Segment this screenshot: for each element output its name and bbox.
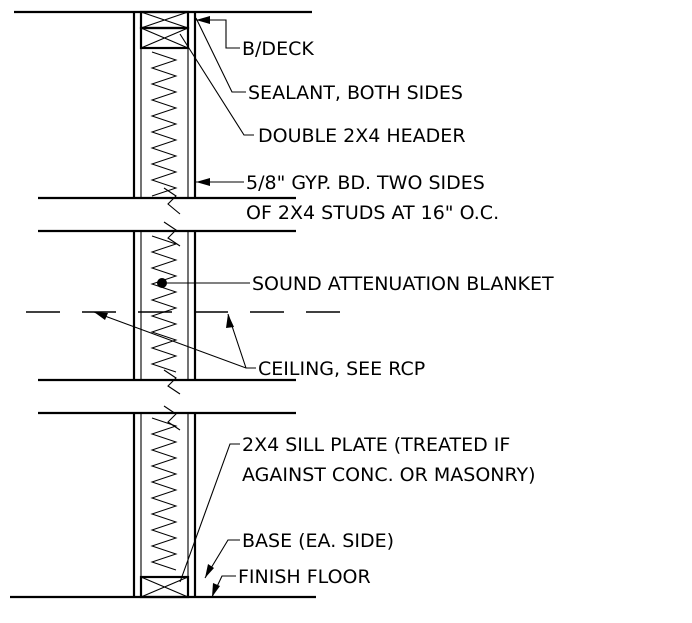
leader-lines xyxy=(93,16,256,598)
label-ceiling: CEILING, SEE RCP xyxy=(258,358,425,380)
label-sill-line1: 2X4 SILL PLATE (TREATED IF xyxy=(242,434,510,456)
label-header: DOUBLE 2X4 HEADER xyxy=(258,125,466,147)
label-deck: B/DECK xyxy=(242,38,314,60)
wall-segment-bottom xyxy=(132,413,197,597)
wall-segment-top xyxy=(132,12,197,198)
double-header xyxy=(139,10,190,50)
label-sealant: SEALANT, BOTH SIDES xyxy=(248,82,463,104)
wall-segment-middle xyxy=(132,231,197,380)
insulation-blanket xyxy=(150,51,178,571)
break-symbols xyxy=(163,187,181,431)
label-blanket: SOUND ATTENUATION BLANKET xyxy=(252,273,554,295)
label-gyp-line2: OF 2X4 STUDS AT 16" O.C. xyxy=(246,202,499,224)
label-gyp-line1: 5/8" GYP. BD. TWO SIDES xyxy=(246,172,485,194)
label-floor: FINISH FLOOR xyxy=(238,566,371,588)
break-lines xyxy=(38,196,296,415)
label-sill-line2: AGAINST CONC. OR MASONRY) xyxy=(242,464,536,486)
label-base: BASE (EA. SIDE) xyxy=(242,530,394,552)
